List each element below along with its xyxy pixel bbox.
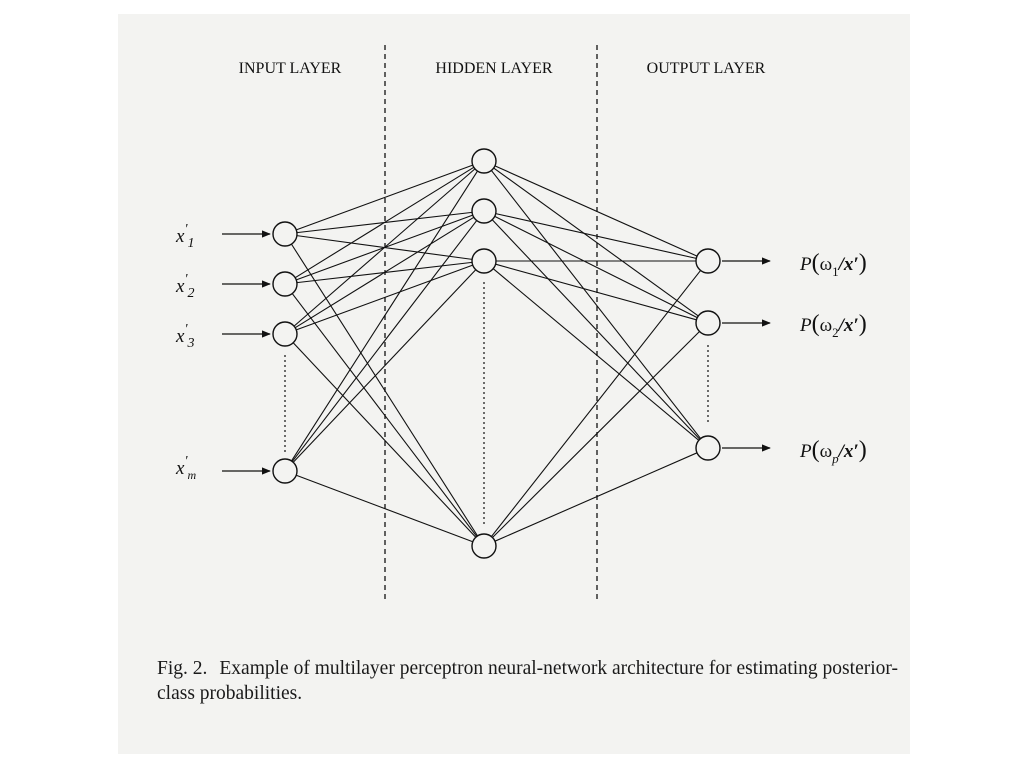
output-neuron-p [695, 435, 721, 461]
edge-input-2-hidden-0 [293, 168, 476, 327]
input-arrows [222, 230, 271, 475]
edge-input-0-hidden-3 [290, 243, 479, 537]
output-neuron-1 [695, 248, 721, 274]
edge-hidden-0-output-0 [494, 165, 698, 257]
input-neuron-3 [272, 321, 298, 347]
output-layer-heading: OUTPUT LAYER [647, 60, 766, 77]
scanned-page [118, 14, 910, 754]
edge-hidden-0-output-2 [490, 170, 702, 439]
edge-hidden-3-output-2 [494, 452, 698, 542]
neurons [272, 148, 721, 559]
input-neuron-1 [272, 221, 298, 247]
input-label-m: x'm [175, 454, 196, 482]
input-label-2: x'2 [175, 272, 194, 301]
output-neuron-2 [695, 310, 721, 336]
edge-hidden-1-output-0 [495, 213, 697, 259]
input-label-1: x'1 [175, 222, 194, 251]
edge-input-3-hidden-1 [291, 220, 478, 462]
edge-input-2-hidden-2 [296, 264, 473, 331]
input-neuron-2 [272, 271, 298, 297]
edge-hidden-1-output-1 [494, 215, 698, 319]
edge-input-2-hidden-3 [292, 342, 477, 538]
edge-input-0-hidden-0 [296, 164, 473, 231]
hidden-neuron-n [471, 533, 497, 559]
edge-input-3-hidden-3 [296, 474, 473, 543]
output-arrows [722, 257, 771, 452]
caption-text: Example of multilayer perceptron neural-… [157, 658, 898, 704]
edge-hidden-2-output-2 [492, 268, 700, 441]
output-label-1: P(ω1/x′) [799, 250, 867, 279]
edge-hidden-1-output-2 [491, 219, 701, 440]
output-labels: P(ω1/x′) P(ω2/x′) P(ωp/x′) [799, 250, 867, 466]
output-label-2: P(ω2/x′) [799, 311, 867, 340]
edge-input-3-hidden-2 [292, 269, 477, 463]
input-layer-heading: INPUT LAYER [239, 60, 342, 77]
edge-input-2-hidden-1 [294, 216, 475, 329]
input-label-3: x'3 [175, 322, 194, 351]
figure-caption: Fig. 2.Example of multilayer perceptron … [157, 656, 917, 706]
hidden-layer-heading: HIDDEN LAYER [435, 60, 553, 77]
hidden-neuron-1 [471, 148, 497, 174]
figure-number: Fig. 2. [157, 658, 208, 679]
edge-input-1-hidden-3 [291, 293, 478, 537]
output-label-p: P(ωp/x′) [799, 437, 867, 466]
input-labels: x'1 x'2 x'3 x'm [175, 222, 196, 482]
hidden-neuron-2 [471, 198, 497, 224]
edge-hidden-0-output-1 [493, 167, 699, 317]
edge-input-3-hidden-0 [291, 170, 478, 462]
edge-hidden-3-output-1 [492, 331, 700, 538]
input-neuron-m [272, 458, 298, 484]
edge-hidden-3-output-0 [490, 270, 702, 537]
connections [290, 164, 702, 543]
edge-input-1-hidden-0 [294, 166, 475, 279]
edge-hidden-2-output-1 [495, 263, 697, 321]
hidden-neuron-3 [471, 248, 497, 274]
